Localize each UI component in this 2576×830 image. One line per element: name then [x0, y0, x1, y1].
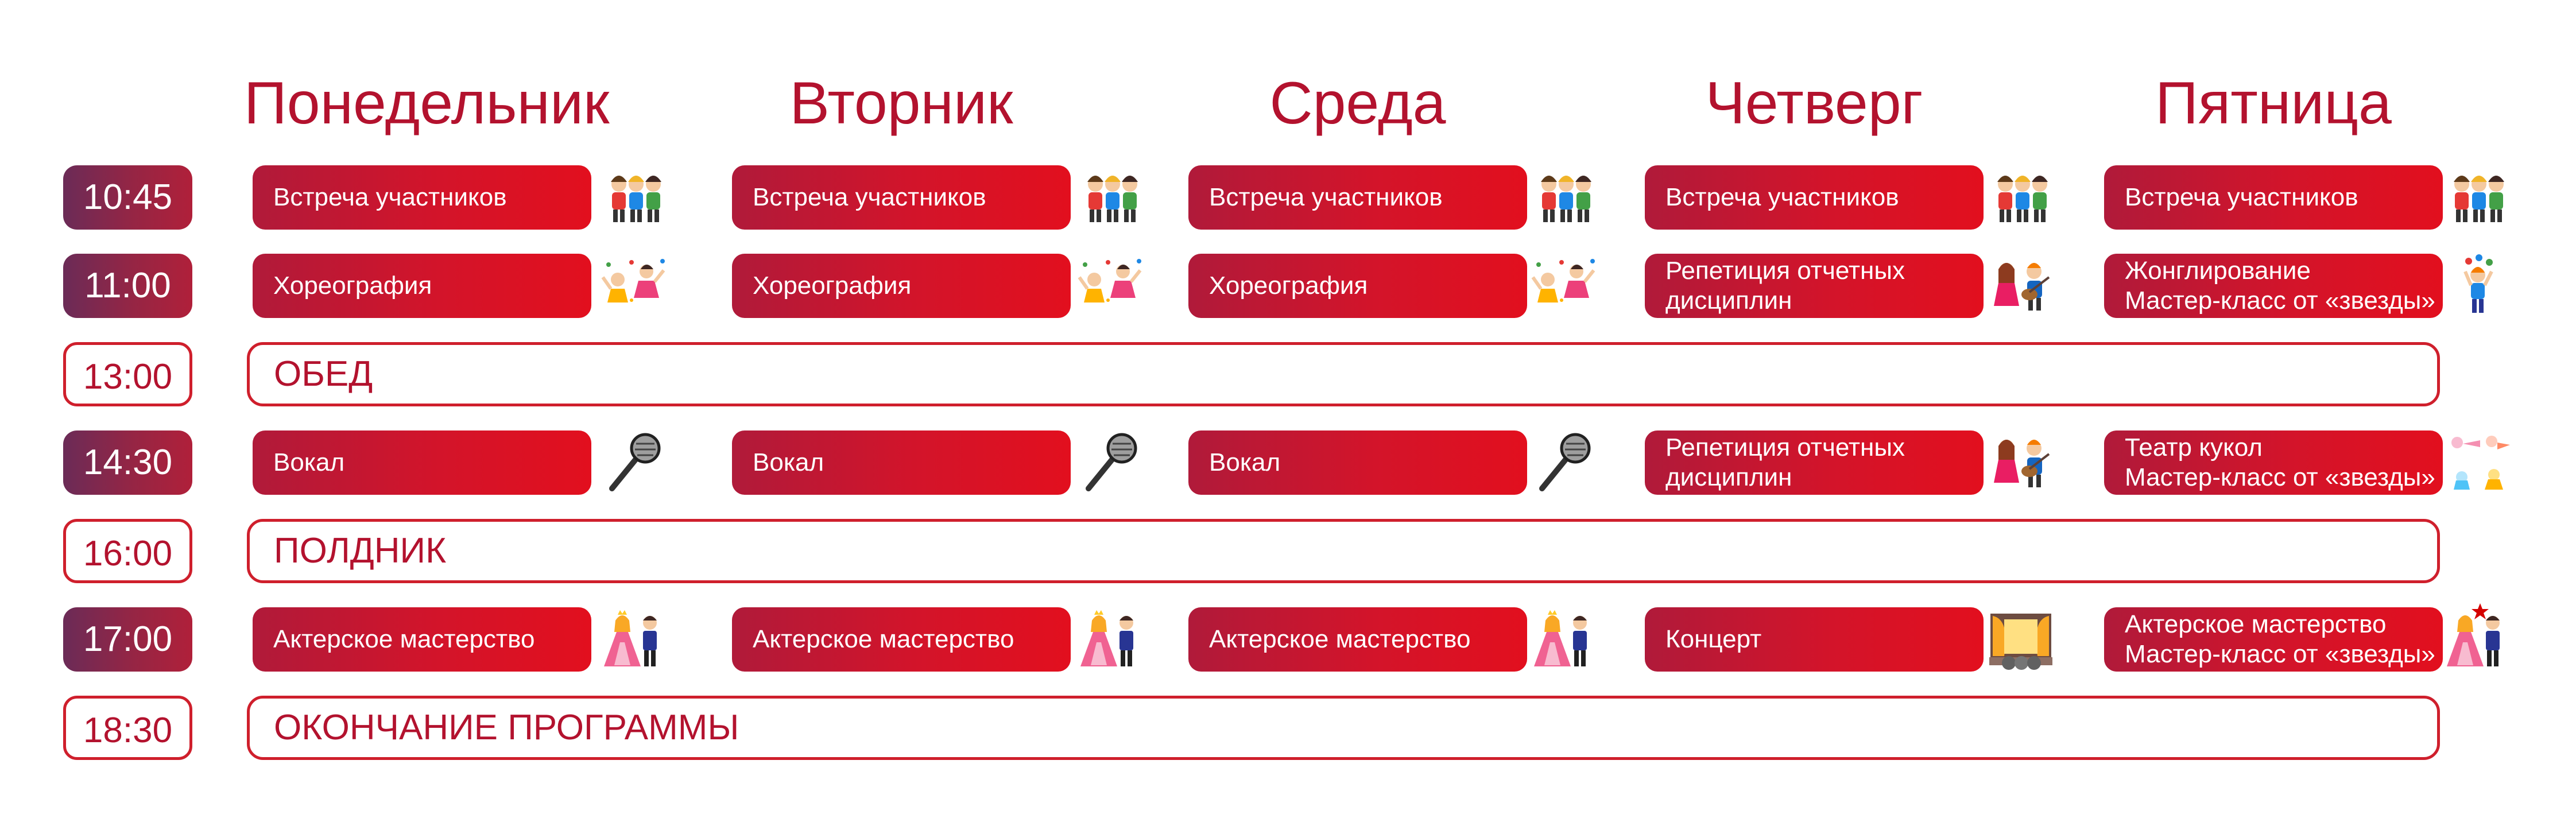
activity-label: Жонглирование — [2125, 257, 2311, 285]
activity-cell: Встреча участников — [732, 165, 1071, 230]
activity-cell: Встреча участников — [1188, 165, 1527, 230]
stage-icon — [1986, 607, 2055, 672]
activity-cell: Актерское мастерство — [1188, 607, 1527, 672]
activity-cell: Встреча участников — [1645, 165, 1984, 230]
microphone-icon — [600, 430, 669, 495]
full-row-event: ПОЛДНИК — [247, 519, 2440, 583]
activity-label: Вокал — [753, 448, 824, 476]
activity-label: Встреча участников — [753, 183, 986, 211]
day-header: Вторник — [789, 70, 1013, 137]
activity-label: Хореография — [753, 272, 912, 300]
activity-label: дисциплин — [1665, 286, 1792, 315]
activity-cell: Хореография — [1188, 254, 1527, 318]
activity-label: Хореография — [1209, 272, 1368, 300]
time-slot: 16:00 — [63, 519, 192, 583]
full-row-event: ОБЕД — [247, 342, 2440, 406]
children-group-icon — [1530, 165, 1599, 230]
activity-label: Хореография — [273, 272, 432, 300]
activity-label: Встреча участников — [273, 183, 507, 211]
day-header: Среда — [1269, 70, 1446, 137]
activity-label: Мастер-класс от «звезды» — [2125, 640, 2435, 668]
guitar-kids-icon — [1986, 254, 2055, 318]
puppets-icon — [2443, 430, 2512, 495]
activity-label: Актерское мастерство — [2125, 610, 2387, 638]
day-header: Понедельник — [244, 70, 610, 137]
activity-cell: Актерское мастерство — [732, 607, 1071, 672]
activity-cell: Концерт — [1645, 607, 1984, 672]
activity-cell: Встреча участников — [253, 165, 591, 230]
time-slot: 18:30 — [63, 696, 192, 760]
activity-label: Встреча участников — [1209, 183, 1443, 211]
dancing-kids-icon — [600, 254, 669, 318]
time-slot: 10:45 — [63, 165, 192, 230]
children-group-icon — [2443, 165, 2512, 230]
guitar-kids-icon — [1986, 430, 2055, 495]
children-group-icon — [1986, 165, 2055, 230]
day-header: Пятница — [2155, 70, 2392, 137]
full-row-event: ОКОНЧАНИЕ ПРОГРАММЫ — [247, 696, 2440, 760]
prince-princess-star-icon — [2443, 603, 2512, 672]
microphone-icon — [1076, 430, 1145, 495]
activity-cell: Хореография — [732, 254, 1071, 318]
activity-label: Встреча участников — [2125, 183, 2358, 211]
children-group-icon — [600, 165, 669, 230]
activity-cell: Встреча участников — [2104, 165, 2443, 230]
time-slot: 11:00 — [63, 254, 192, 318]
activity-label: Репетиция отчетных — [1665, 257, 1905, 285]
prince-princess-icon — [1530, 607, 1599, 672]
prince-princess-icon — [600, 607, 669, 672]
activity-label: Мастер-класс от «звезды» — [2125, 286, 2435, 315]
microphone-icon — [1530, 430, 1599, 495]
activity-label: Вокал — [273, 448, 345, 476]
time-slot: 17:00 — [63, 607, 192, 672]
juggler-icon — [2443, 254, 2512, 318]
activity-cell: Вокал — [253, 430, 591, 495]
activity-cell: Хореография — [253, 254, 591, 318]
activity-cell: Вокал — [1188, 430, 1527, 495]
activity-label: Концерт — [1665, 625, 1762, 653]
prince-princess-icon — [1076, 607, 1145, 672]
activity-cell: Вокал — [732, 430, 1071, 495]
activity-label: Актерское мастерство — [273, 625, 535, 653]
time-slot: 13:00 — [63, 342, 192, 406]
activity-label: Актерское мастерство — [1209, 625, 1471, 653]
activity-cell: Актерское мастерство — [253, 607, 591, 672]
activity-label: Вокал — [1209, 448, 1281, 476]
children-group-icon — [1076, 165, 1145, 230]
time-slot: 14:30 — [63, 430, 192, 495]
activity-label: Мастер-класс от «звезды» — [2125, 463, 2435, 491]
activity-label: Встреча участников — [1665, 183, 1899, 211]
activity-label: Актерское мастерство — [753, 625, 1014, 653]
dancing-kids-icon — [1076, 254, 1145, 318]
activity-label: Театр кукол — [2125, 433, 2263, 461]
dancing-kids-icon — [1530, 254, 1599, 318]
day-header: Четверг — [1705, 70, 1923, 137]
activity-label: дисциплин — [1665, 463, 1792, 491]
activity-label: Репетиция отчетных — [1665, 433, 1905, 461]
